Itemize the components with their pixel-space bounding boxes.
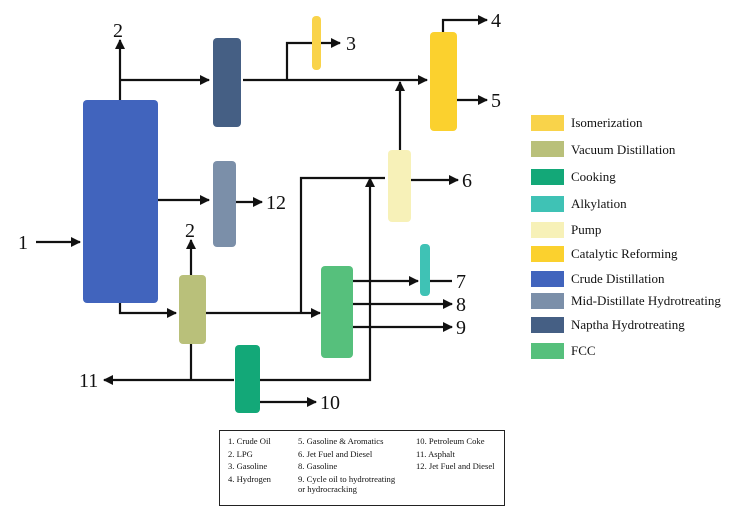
fcc-to-pump-line <box>299 176 385 313</box>
stream-key-item: 12. Jet Fuel and Diesel <box>416 461 495 471</box>
stream-key-item: 2. LPG <box>228 448 253 459</box>
stream-label-8: 8 <box>456 294 466 316</box>
stream-label-9: 9 <box>456 317 466 339</box>
legend-label-vacuum-distillation: Vacuum Distillation <box>571 142 676 157</box>
alkylation-unit <box>420 244 430 296</box>
stream-label-12: 12 <box>266 192 286 214</box>
legend-swatch-alkylation <box>531 196 564 212</box>
stream-key-item: 8. Gasoline <box>298 461 338 471</box>
stream-label-11: 11 <box>79 370 98 392</box>
stream-label-2-top: 2 <box>113 20 123 42</box>
legend-swatch-naptha-hydrotreating <box>531 317 564 333</box>
stream-key-item: 3. Gasoline <box>228 461 268 471</box>
legend-swatch-cooking <box>531 169 564 185</box>
crude-to-vacuum-line <box>118 303 177 318</box>
crude-distillation-unit <box>83 100 158 303</box>
legend-swatch-mid-distillate-hydrotreating <box>531 293 564 309</box>
coker-to-pump-line <box>260 177 375 382</box>
stream-label-4: 4 <box>491 10 501 32</box>
legend-label-naptha-hydrotreating: Naptha Hydrotreating <box>571 317 685 332</box>
legend-label-fcc: FCC <box>571 343 596 358</box>
stream-key-item: 5. Gasoline & Aromatics <box>298 436 384 446</box>
process-units <box>83 16 457 413</box>
legend-label-cooking: Cooking <box>571 169 616 184</box>
legend-label-crude-distillation: Crude Distillation <box>571 271 665 286</box>
legend-label-isomerization: Isomerization <box>571 115 643 130</box>
legend: Isomerization Vacuum Distillation Cookin… <box>531 115 721 359</box>
stream-3-line <box>285 38 341 80</box>
legend-label-pump: Pump <box>571 222 601 237</box>
legend-label-catalytic-reforming: Catalytic Reforming <box>571 246 678 261</box>
stream-key-item: 9. Cycle oil to hydrotreating <box>298 473 396 484</box>
stream-label-5: 5 <box>491 90 501 112</box>
stream-key-item: 11. Asphalt <box>416 448 455 459</box>
stream-key-item: 1. Crude Oil <box>228 436 271 446</box>
stream-key-item: 6. Jet Fuel and Diesel <box>298 448 373 459</box>
stream-key-item: or hydrocracking <box>298 484 357 494</box>
legend-swatch-isomerization <box>531 115 564 131</box>
stream-4-line <box>441 15 488 32</box>
stream-key-item: 4. Hydrogen <box>228 473 271 484</box>
cooking-unit <box>235 345 260 413</box>
legend-swatch-crude-distillation <box>531 271 564 287</box>
mid-distillate-hydrotreating-unit <box>213 161 236 247</box>
stream-key-item: 10. Petroleum Coke <box>416 436 485 446</box>
pump-unit <box>388 150 411 222</box>
catalytic-reforming-unit <box>430 32 457 131</box>
legend-swatch-fcc <box>531 343 564 359</box>
isomerization-unit <box>312 16 321 70</box>
stream-key-column-2: 5. Gasoline & Aromatics 6. Jet Fuel and … <box>298 435 395 494</box>
legend-swatch-pump <box>531 222 564 238</box>
legend-label-mid-distillate-hydrotreating: Mid-Distillate Hydrotreating <box>571 293 721 308</box>
stream-label-1: 1 <box>18 232 28 254</box>
stream-label-10: 10 <box>320 392 340 414</box>
naptha-hydrotreating-unit <box>213 38 241 127</box>
flow-lines <box>36 15 488 407</box>
stream-key-column-1: 1. Crude Oil 2. LPG 3. Gasoline 4. Hydro… <box>228 435 271 485</box>
stream-label-6: 6 <box>462 170 472 192</box>
stream-label-2-mid: 2 <box>185 220 195 242</box>
stream-label-7: 7 <box>456 271 466 293</box>
stream-key-column-3: 10. Petroleum Coke 11. Asphalt 12. Jet F… <box>416 435 495 473</box>
stream-labels: 1 2 3 4 5 6 12 2 7 8 9 11 10 <box>18 10 501 414</box>
stream-label-3: 3 <box>346 33 356 55</box>
vacuum-distillation-unit <box>179 275 206 344</box>
legend-label-alkylation: Alkylation <box>571 196 627 211</box>
fcc-unit <box>321 266 353 358</box>
stream-key: 1. Crude Oil 2. LPG 3. Gasoline 4. Hydro… <box>219 430 505 506</box>
legend-swatch-catalytic-reforming <box>531 246 564 262</box>
legend-swatch-vacuum-distillation <box>531 141 564 157</box>
